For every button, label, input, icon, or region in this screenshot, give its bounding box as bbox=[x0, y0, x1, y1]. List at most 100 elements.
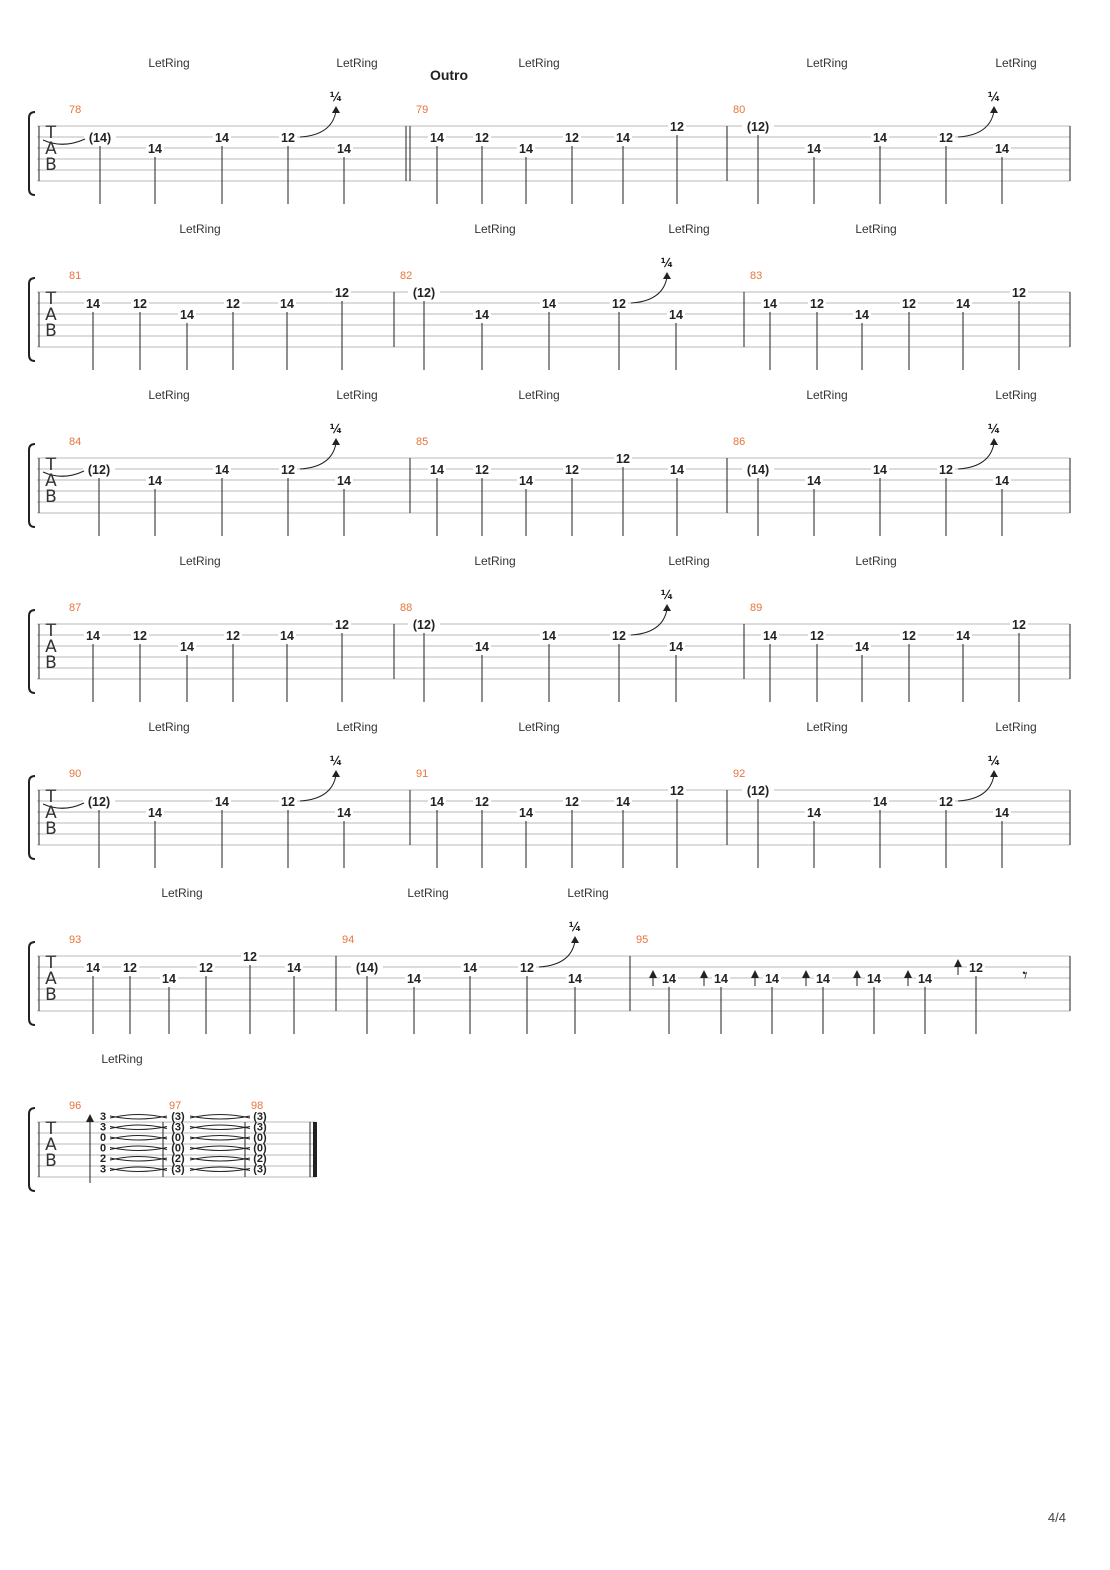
fret-background bbox=[668, 119, 686, 132]
fret-number: 12 bbox=[565, 795, 579, 809]
let-ring-label: LetRing bbox=[855, 554, 896, 568]
fret-background bbox=[278, 628, 296, 641]
tab-clef-letter: B bbox=[45, 819, 57, 839]
let-ring-label: LetRing bbox=[161, 886, 202, 900]
fret-number: 12 bbox=[281, 131, 295, 145]
fret-number: 14 bbox=[430, 795, 444, 809]
fret-background bbox=[1010, 617, 1028, 630]
chord-fret-number: 3 bbox=[100, 1122, 106, 1134]
let-ring-label: LetRing bbox=[474, 554, 515, 568]
fret-number: 14 bbox=[86, 961, 100, 975]
tab-clef-letter: T bbox=[45, 953, 57, 973]
fret-number: 12 bbox=[612, 629, 626, 643]
fret-number: 14 bbox=[816, 972, 830, 986]
fret-background bbox=[131, 296, 149, 309]
tab-clef-letter: T bbox=[45, 289, 57, 309]
let-ring-label: LetRing bbox=[101, 1052, 142, 1066]
fret-number: 14 bbox=[519, 474, 533, 488]
let-ring-label: LetRing bbox=[148, 56, 189, 70]
fret-background bbox=[993, 473, 1011, 486]
fret-background bbox=[954, 296, 972, 309]
fret-background bbox=[278, 296, 296, 309]
measure-number: 96 bbox=[69, 1100, 81, 1112]
fret-background bbox=[761, 628, 779, 641]
fret-number: 14 bbox=[280, 629, 294, 643]
fret-number: (12) bbox=[413, 286, 435, 300]
fret-background bbox=[865, 971, 883, 984]
bend-arrowhead bbox=[663, 272, 671, 279]
fret-background bbox=[84, 628, 102, 641]
fret-background bbox=[335, 141, 353, 154]
measure-number: 87 bbox=[69, 602, 81, 614]
fret-background bbox=[224, 628, 242, 641]
fret-number: 14 bbox=[855, 308, 869, 322]
fret-number: 14 bbox=[287, 961, 301, 975]
fret-number: 12 bbox=[133, 629, 147, 643]
tab-clef-letter: B bbox=[45, 1151, 57, 1171]
chord-fret-number: (0) bbox=[253, 1143, 267, 1155]
fret-number: (12) bbox=[88, 463, 110, 477]
chord-fret-number: 3 bbox=[100, 1164, 106, 1176]
fret-background bbox=[279, 130, 297, 143]
fret-number: 14 bbox=[337, 806, 351, 820]
fret-background bbox=[213, 130, 231, 143]
tab-clef-letter: A bbox=[45, 803, 57, 823]
fret-number: 12 bbox=[1012, 286, 1026, 300]
fret-number: 14 bbox=[162, 972, 176, 986]
system-bracket bbox=[28, 1107, 36, 1192]
fret-background bbox=[742, 462, 774, 475]
let-ring-label: LetRing bbox=[336, 56, 377, 70]
fret-background bbox=[900, 296, 918, 309]
let-ring-label: LetRing bbox=[148, 388, 189, 402]
tab-clef-letter: T bbox=[45, 621, 57, 641]
let-ring-label: LetRing bbox=[179, 222, 220, 236]
fret-background bbox=[916, 971, 934, 984]
fret-number: 14 bbox=[873, 795, 887, 809]
fret-number: 12 bbox=[670, 120, 684, 134]
tab-clef-letter: T bbox=[45, 123, 57, 143]
fret-background bbox=[853, 639, 871, 652]
fret-number: 14 bbox=[662, 972, 676, 986]
bend-amount: ¼ bbox=[330, 422, 342, 436]
fret-background bbox=[333, 285, 351, 298]
fret-background bbox=[473, 307, 491, 320]
measure-number: 89 bbox=[750, 602, 762, 614]
fret-number: 14 bbox=[855, 640, 869, 654]
system-bracket bbox=[28, 941, 36, 1026]
chord-fret-number: (3) bbox=[253, 1111, 267, 1123]
fret-number: 14 bbox=[995, 142, 1009, 156]
fret-number: 12 bbox=[520, 961, 534, 975]
tab-clef-letter: B bbox=[45, 653, 57, 673]
fret-number: 12 bbox=[939, 463, 953, 477]
let-ring-label: LetRing bbox=[855, 222, 896, 236]
fret-number: 14 bbox=[280, 297, 294, 311]
tie-arc bbox=[189, 1124, 251, 1129]
fret-number: 12 bbox=[1012, 618, 1026, 632]
fret-background bbox=[540, 628, 558, 641]
fret-background bbox=[808, 628, 826, 641]
fret-background bbox=[408, 617, 440, 630]
fret-background bbox=[805, 805, 823, 818]
fret-background bbox=[333, 617, 351, 630]
fret-background bbox=[285, 960, 303, 973]
fret-background bbox=[566, 971, 584, 984]
fret-background bbox=[563, 130, 581, 143]
fret-background bbox=[517, 805, 535, 818]
fret-number: 14 bbox=[616, 795, 630, 809]
fret-number: 14 bbox=[519, 806, 533, 820]
let-ring-label: LetRing bbox=[668, 554, 709, 568]
fret-background bbox=[146, 805, 164, 818]
measure-number: 81 bbox=[69, 270, 81, 282]
fret-number: 14 bbox=[669, 308, 683, 322]
measure-number: 78 bbox=[69, 104, 81, 116]
fret-number: 14 bbox=[215, 795, 229, 809]
section-label-outro: Outro bbox=[430, 67, 468, 83]
fret-background bbox=[178, 639, 196, 652]
fret-number: 14 bbox=[956, 297, 970, 311]
bend-arrowhead bbox=[990, 770, 998, 777]
measure-number: 83 bbox=[750, 270, 762, 282]
fret-number: 14 bbox=[215, 463, 229, 477]
fret-background bbox=[178, 307, 196, 320]
chord-fret-number: (0) bbox=[171, 1132, 185, 1144]
fret-background bbox=[937, 130, 955, 143]
